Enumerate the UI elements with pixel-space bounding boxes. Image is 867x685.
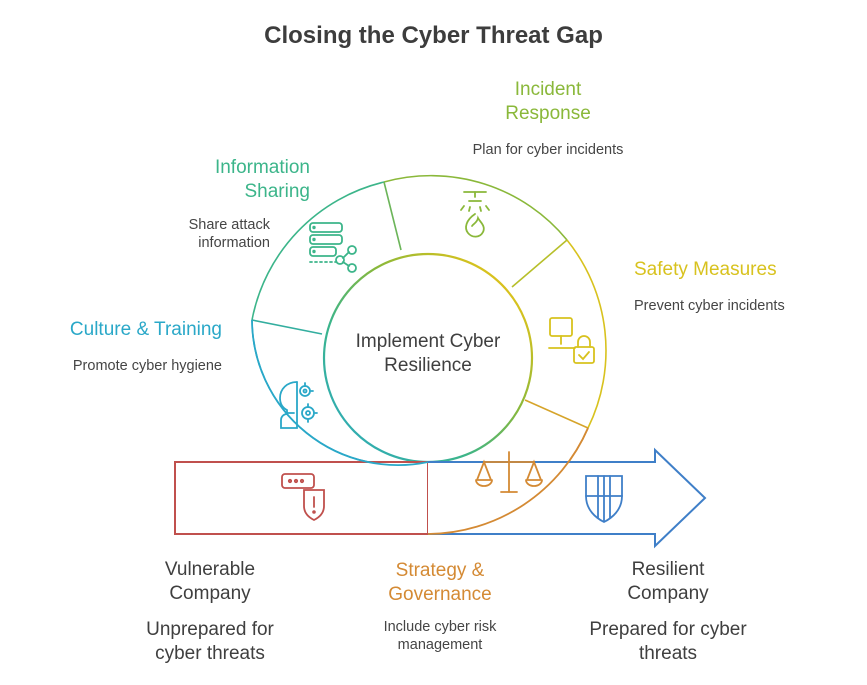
- ring-outer-incident: [383, 174, 568, 241]
- diagram-title: Closing the Cyber Threat Gap: [264, 22, 603, 49]
- vulnerable-desc-line-1: Unprepared for: [146, 619, 274, 640]
- separator-info-incident: [383, 181, 402, 251]
- head-gears-icon: [279, 381, 318, 429]
- safety-measures-title: Safety Measures: [634, 259, 777, 280]
- shield-alert-icon: [281, 473, 325, 522]
- ring-outer-info: [251, 181, 385, 321]
- center-label: Implement Cyber Resilience: [328, 330, 528, 378]
- info-title-line-1: Information: [214, 157, 310, 178]
- resilient-company-desc: Prepared for cyber threats: [568, 618, 768, 666]
- incident-response-title: Incident Response: [468, 78, 628, 126]
- safety-measures-desc: Prevent cyber incidents: [634, 298, 785, 314]
- information-sharing-title: Information Sharing: [130, 156, 310, 204]
- separator-safety-strategy: [524, 399, 589, 429]
- resilient-desc-line-2: threats: [638, 643, 698, 664]
- strategy-arc-front: [427, 427, 589, 535]
- vulnerable-company-desc: Unprepared for cyber threats: [120, 618, 300, 666]
- vulnerable-company-title: Vulnerable Company: [130, 558, 290, 606]
- center-line-2: Resilience: [384, 355, 472, 376]
- shield-icon: [585, 475, 623, 524]
- resilient-title-line-2: Company: [627, 583, 709, 604]
- vulnerable-box: [174, 461, 429, 535]
- separator-incident-safety: [511, 239, 568, 288]
- strategy-governance-desc: Include cyber risk management: [360, 618, 520, 654]
- incident-response-desc: Plan for cyber incidents: [472, 142, 624, 158]
- ring-outer-safety: [566, 239, 607, 429]
- resilient-arrow: [428, 447, 707, 549]
- info-desc-line-2: information: [198, 235, 270, 251]
- strategy-desc-line-2: management: [397, 637, 483, 653]
- vulnerable-title-line-1: Vulnerable: [164, 559, 256, 580]
- information-sharing-desc: Share attack information: [130, 216, 270, 252]
- strategy-title-line-1: Strategy &: [395, 560, 485, 581]
- info-title-line-2: Sharing: [244, 181, 311, 202]
- culture-arc-front: [251, 319, 429, 467]
- culture-training-desc: Promote cyber hygiene: [72, 358, 222, 374]
- resilient-desc-line-1: Prepared for cyber: [589, 619, 747, 640]
- vulnerable-desc-line-2: cyber threats: [155, 643, 265, 664]
- computer-lock-icon: [548, 317, 595, 364]
- separator-culture-info: [251, 319, 323, 335]
- vulnerable-title-line-2: Company: [169, 583, 251, 604]
- resilient-title-line-1: Resilient: [631, 559, 705, 580]
- fire-sprinkler-icon: [460, 191, 490, 238]
- incident-title-line-2: Response: [505, 103, 591, 124]
- balance-scale-icon: [475, 451, 543, 493]
- resilient-company-title: Resilient Company: [588, 558, 748, 606]
- center-line-1: Implement Cyber: [355, 331, 501, 352]
- info-desc-line-1: Share attack: [188, 217, 270, 233]
- strategy-desc-line-1: Include cyber risk: [383, 619, 497, 635]
- strategy-title-line-2: Governance: [388, 584, 492, 605]
- server-share-icon: [309, 222, 357, 273]
- culture-training-title: Culture & Training: [69, 319, 222, 340]
- strategy-governance-title: Strategy & Governance: [360, 559, 520, 607]
- incident-title-line-1: Incident: [514, 79, 582, 100]
